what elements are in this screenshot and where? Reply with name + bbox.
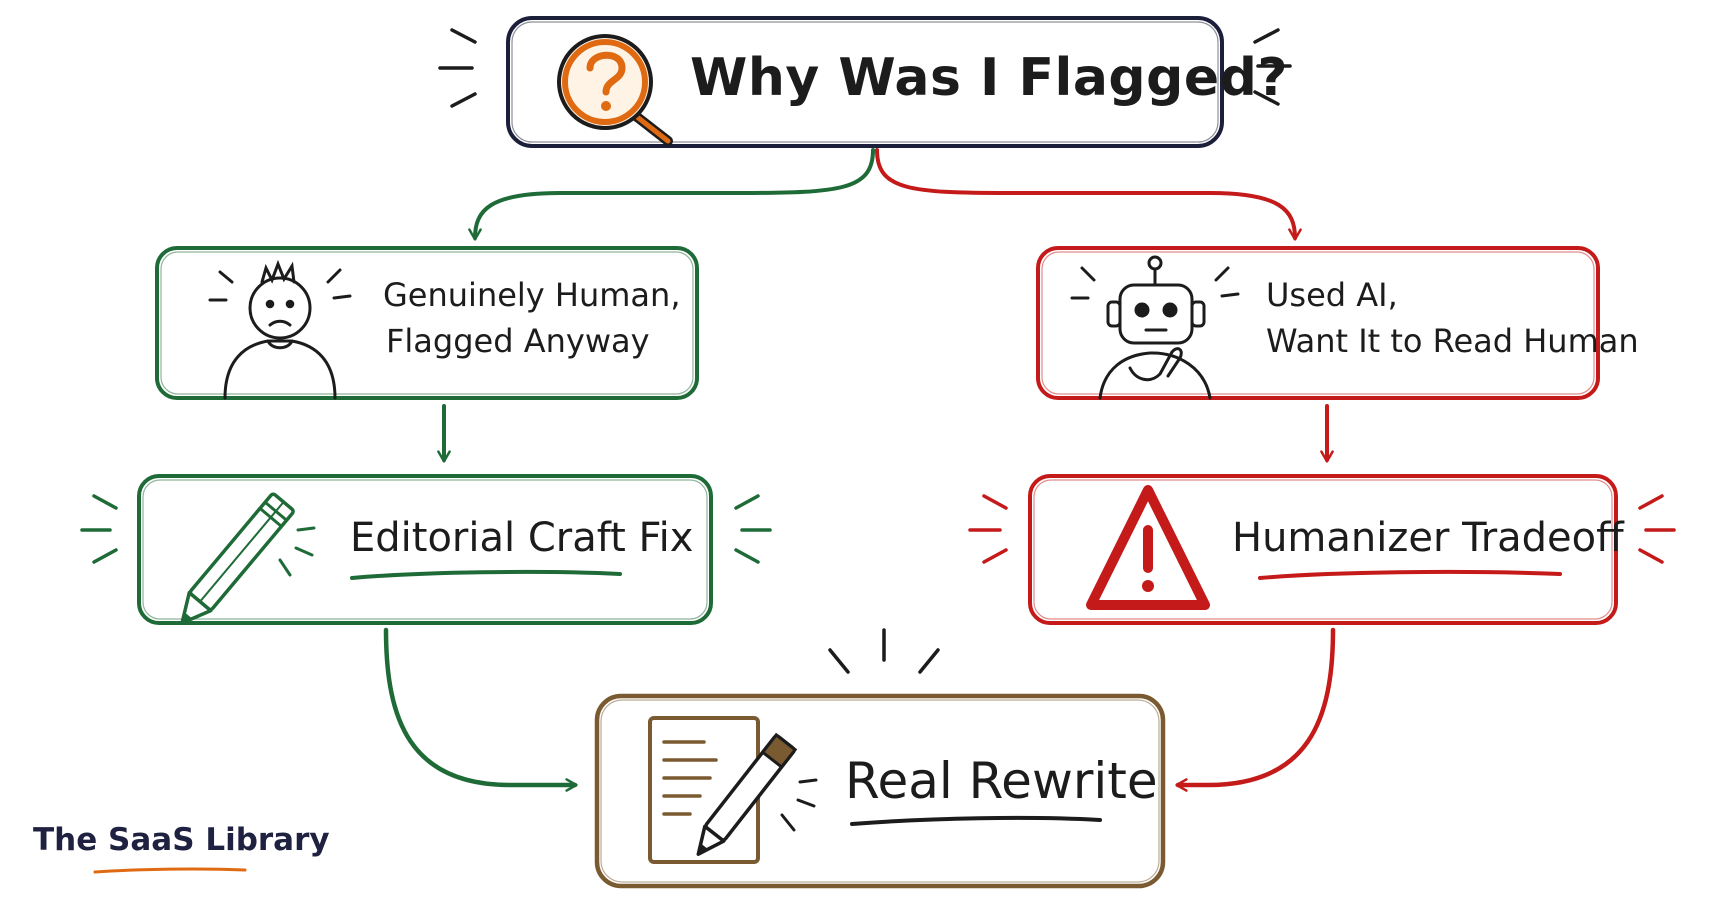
worried-person-icon bbox=[208, 259, 352, 400]
humanizer-tradeoff-label: Humanizer Tradeoff bbox=[1232, 515, 1624, 561]
title-burst-left bbox=[438, 28, 477, 108]
real-rewrite-label: Real Rewrite bbox=[845, 752, 1158, 810]
connector-title-to-human bbox=[468, 148, 875, 241]
connector-title-to-ai bbox=[875, 148, 1302, 241]
human-branch-label-line2: Flagged Anyway bbox=[386, 322, 650, 360]
connector-fix-to-real bbox=[383, 627, 578, 792]
magnifier-question-icon bbox=[557, 34, 673, 146]
warning-triangle-icon bbox=[1086, 485, 1210, 610]
title-node bbox=[506, 16, 1224, 148]
brand-logo: The SaaS Library bbox=[33, 822, 330, 858]
page-title: Why Was I Flagged? bbox=[690, 48, 1289, 108]
ai-branch-label-line1: Used AI, bbox=[1266, 276, 1398, 314]
title-burst-right bbox=[1253, 28, 1292, 106]
pencil-icon bbox=[180, 492, 295, 625]
real-rewrite-burst bbox=[828, 628, 940, 674]
connector-tradeoff-to-real bbox=[1175, 627, 1336, 792]
tradeoff-burst-left bbox=[968, 494, 1008, 564]
fix-burst-left bbox=[80, 494, 118, 564]
brand-underline bbox=[93, 867, 247, 874]
human-branch-label-line1: Genuinely Human, bbox=[383, 276, 681, 314]
thinking-robot-icon bbox=[1070, 255, 1240, 400]
document-pencil-icon bbox=[648, 716, 818, 864]
fix-underline bbox=[350, 569, 622, 580]
editorial-fix-label: Editorial Craft Fix bbox=[350, 515, 694, 561]
ai-branch-label-line2: Want It to Read Human bbox=[1266, 322, 1639, 360]
tradeoff-burst-right bbox=[1638, 494, 1676, 564]
fix-burst-right bbox=[734, 494, 772, 564]
pencil-sparkle bbox=[278, 526, 316, 577]
real-rewrite-underline bbox=[850, 815, 1102, 826]
tradeoff-underline bbox=[1258, 569, 1562, 580]
